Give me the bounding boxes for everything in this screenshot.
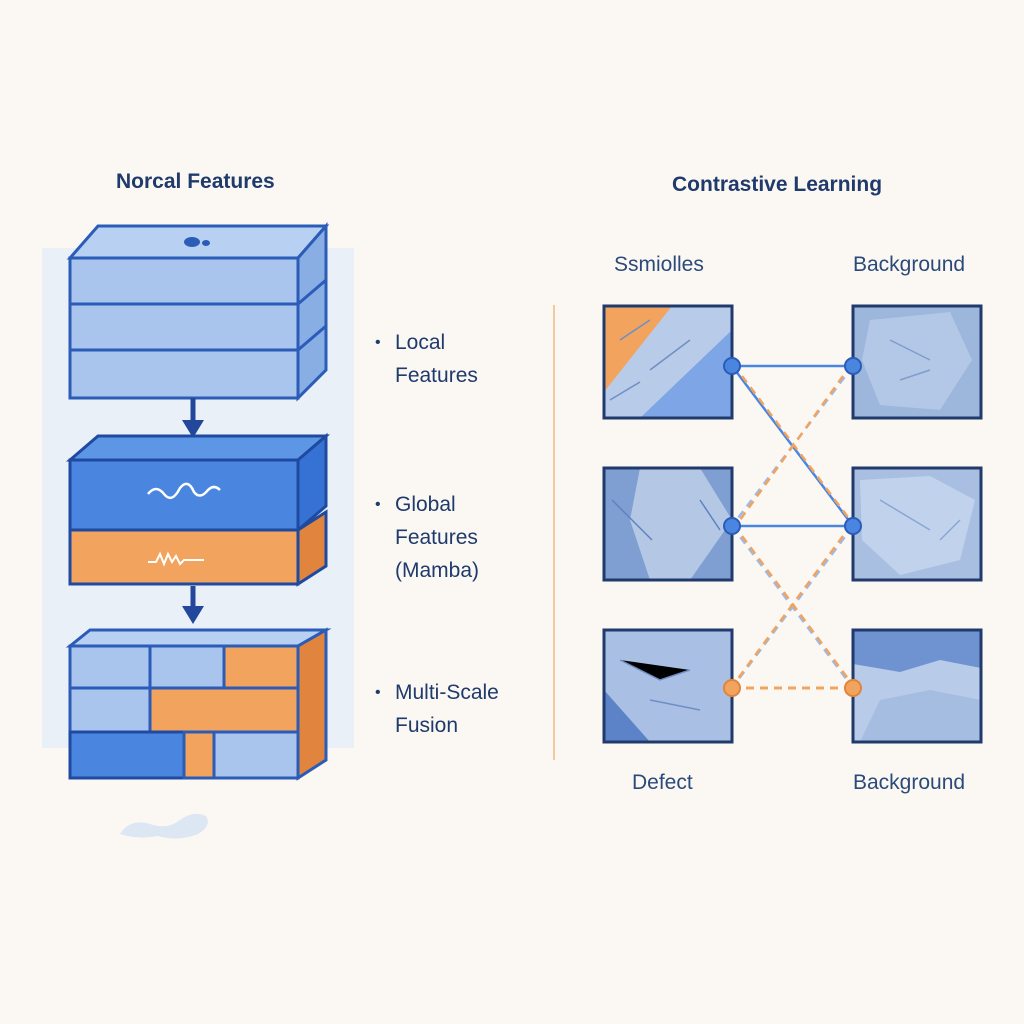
output-wisp bbox=[120, 813, 208, 839]
label-defect: Defect bbox=[632, 771, 693, 794]
global-features-stack bbox=[65, 432, 331, 587]
sample-tile-1 bbox=[602, 304, 734, 420]
bullet-global-features: • Global Features (Mamba) bbox=[375, 488, 480, 587]
sample-tile-2 bbox=[602, 466, 734, 582]
bullet-line: (Mamba) bbox=[395, 559, 480, 582]
background-tile-3 bbox=[851, 628, 983, 744]
contrastive-panel-title: Contrastive Learning bbox=[672, 173, 883, 196]
background-tile-1 bbox=[851, 304, 983, 420]
bullet-line: Multi-Scale bbox=[395, 681, 499, 704]
bullet-line: Fusion bbox=[395, 714, 459, 737]
fusion-block-stack bbox=[65, 627, 332, 781]
defect-tile bbox=[602, 628, 734, 744]
background-tile-2 bbox=[851, 466, 983, 582]
bullet-dot: • bbox=[375, 496, 381, 513]
bullet-line: Global bbox=[395, 493, 456, 516]
bullet-line: Features bbox=[395, 364, 478, 387]
contrastive-connections bbox=[723, 357, 862, 697]
bullet-line: Features bbox=[395, 526, 478, 549]
local-features-stack bbox=[66, 222, 330, 402]
arrow-local-to-global bbox=[182, 398, 204, 438]
bullet-dot: • bbox=[375, 334, 381, 351]
label-samples: Ssmiolles bbox=[614, 253, 704, 276]
feature-panel-title: Norcal Features bbox=[116, 170, 275, 193]
bullet-dot: • bbox=[375, 684, 381, 701]
label-background-top: Background bbox=[853, 253, 966, 276]
bullet-line: Local bbox=[395, 331, 446, 354]
arrow-global-to-fusion bbox=[182, 586, 204, 624]
label-background-bottom: Background bbox=[853, 771, 966, 794]
bullet-local-features: • Local Features bbox=[375, 326, 478, 392]
bullet-multi-scale-fusion: • Multi-Scale Fusion bbox=[375, 676, 499, 742]
